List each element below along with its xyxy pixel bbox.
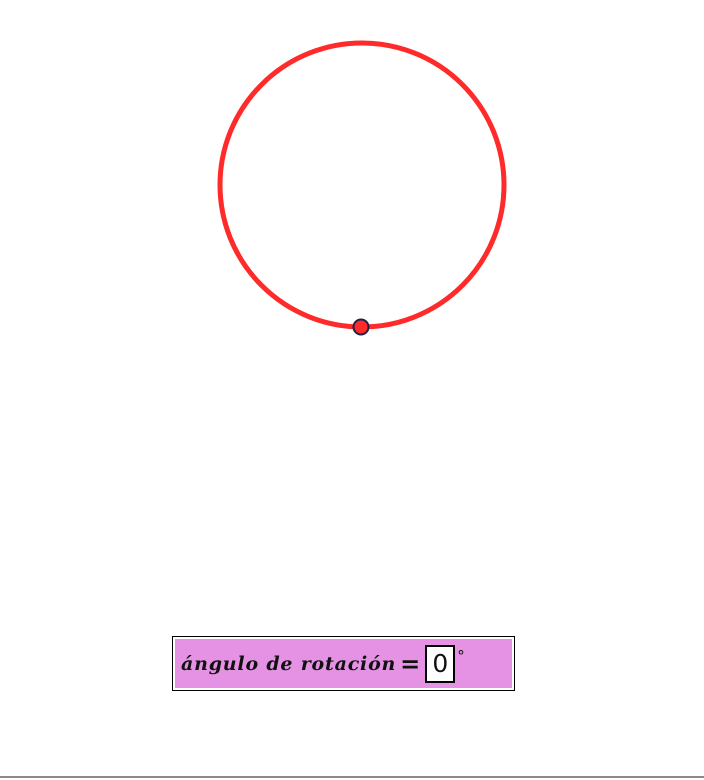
equals-sign: = <box>400 649 421 678</box>
rotation-angle-input[interactable] <box>425 644 456 683</box>
bottom-divider <box>0 776 704 778</box>
rotation-angle-panel-body: ángulo de rotación = ° <box>175 639 512 688</box>
rotation-angle-label: ángulo de rotación <box>181 652 397 675</box>
degree-unit: ° <box>457 647 465 665</box>
rotation-circle <box>217 40 507 330</box>
rotation-angle-panel: ángulo de rotación = ° <box>172 636 515 691</box>
rotating-point[interactable] <box>352 318 370 336</box>
